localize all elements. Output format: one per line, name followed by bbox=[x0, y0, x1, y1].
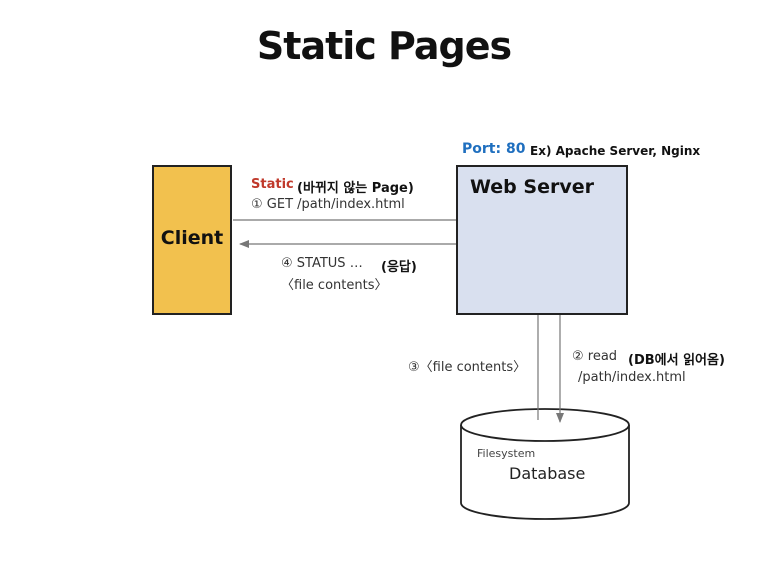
port-label: Port: 80 bbox=[462, 141, 526, 157]
response-description: (응답) bbox=[381, 260, 417, 275]
database-label: Database bbox=[509, 464, 586, 483]
server-example-label: Ex) Apache Server, Nginx bbox=[530, 144, 701, 158]
status-response-label: ④ STATUS … bbox=[281, 256, 363, 271]
page-title: Static Pages bbox=[256, 24, 512, 68]
filesystem-label: Filesystem bbox=[477, 447, 536, 460]
read-path-label: /path/index.html bbox=[578, 370, 686, 385]
file-return-label: ③〈file contents〉 bbox=[408, 360, 527, 375]
web-server-box bbox=[456, 165, 628, 315]
read-label: ② read bbox=[572, 349, 618, 364]
static-description: (바뀌지 않는 Page) bbox=[297, 181, 414, 196]
client-box bbox=[152, 165, 232, 315]
static-label: Static bbox=[251, 177, 294, 192]
get-request-label: ① GET /path/index.html bbox=[251, 197, 405, 212]
web-server-label: Web Server bbox=[470, 176, 594, 198]
read-description: (DB에서 읽어옴) bbox=[628, 353, 725, 368]
database-cylinder bbox=[460, 408, 630, 520]
response-file-contents-label: 〈file contents〉 bbox=[281, 278, 388, 293]
client-label: Client bbox=[160, 227, 224, 249]
